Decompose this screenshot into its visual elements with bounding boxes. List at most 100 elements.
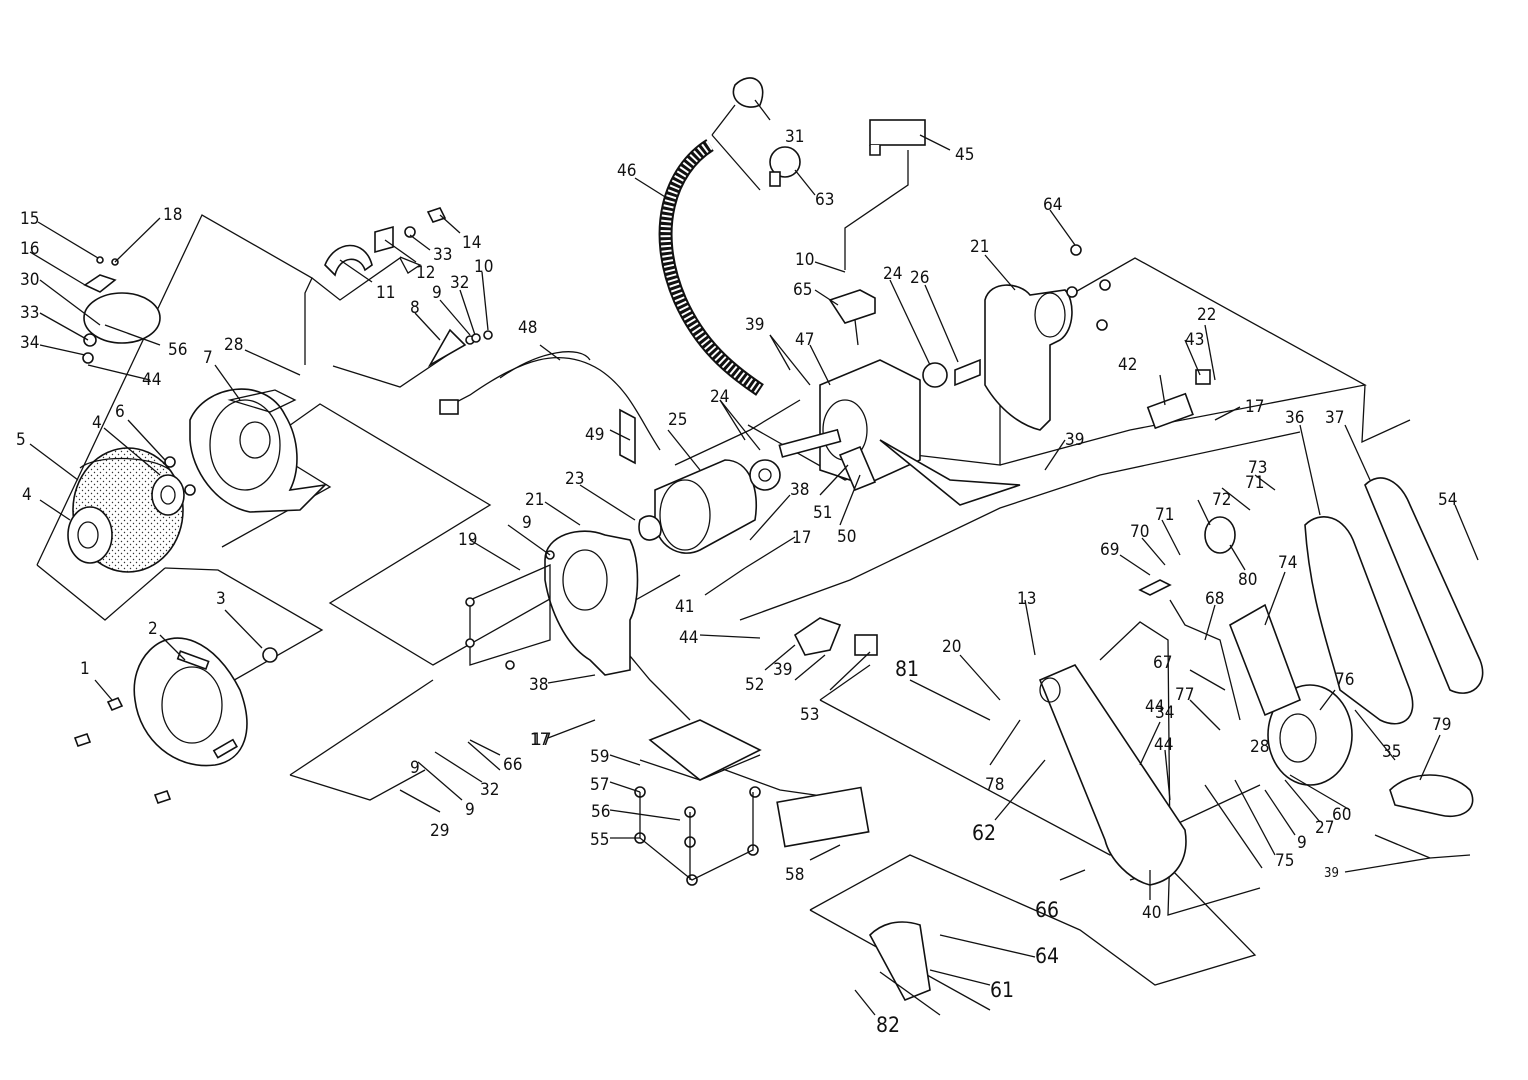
callout-label: 27 [1315,818,1334,838]
callout-label: 64 [1043,195,1062,215]
callout-label: 80 [1238,570,1257,590]
callout-label: 53 [800,705,819,725]
callout-label: 34 [1155,703,1174,723]
callout-label: 67 [1153,653,1172,673]
callout-label: 59 [590,747,609,767]
callout-label: 58 [785,865,804,885]
left-wheel-housing [164,388,328,513]
callout-label: 46 [617,161,636,181]
callout-label: 17 [792,528,811,548]
callout-label: 54 [1438,490,1457,510]
switch-button [854,634,878,656]
callout-label: 9 [465,800,475,820]
callout-label: 44 [1154,735,1173,755]
callout-label: 33 [20,303,39,323]
callout-label: 38 [790,480,809,500]
callout-label: 17 [1245,397,1264,417]
callout-label: 21 [970,237,989,257]
callout-label: 71 [1245,473,1264,493]
callout-label: 44 [142,370,161,390]
callout-label: 56 [168,340,187,360]
callout-label: 78 [985,775,1004,795]
callout-label: 77 [1175,685,1194,705]
callout-label: 72 [1212,490,1231,510]
switch-housing [793,617,842,656]
callout-label: 24 [883,264,902,284]
callout-label: 73 [1248,458,1267,478]
callout-label: 1 [80,659,90,679]
callout-label: 51 [813,503,832,523]
callout-label: 17 [530,730,549,750]
callout-label: 81 [895,657,919,681]
callout-label: 36 [1285,408,1304,428]
callout-label: 40 [1142,903,1161,923]
drive-drum [1204,516,1236,554]
callout-label: 16 [20,239,39,259]
callout-label: 28 [224,335,243,355]
callout-label: 32 [450,273,469,293]
callout-label: 38 [529,675,548,695]
callout-label: 68 [1205,589,1224,609]
callout-label: 60 [1332,805,1351,825]
contact-wheel [1267,684,1353,786]
callout-label: 41 [675,597,694,617]
callout-label: 39 [773,660,792,680]
callout-label: 4 [22,485,32,505]
callout-label: 12 [416,263,435,283]
callout-label: 69 [1100,540,1119,560]
callout-label: 61 [990,978,1014,1002]
callout-label: 24 [710,387,729,407]
power-cord [439,351,661,465]
left-motor-housing [465,530,639,676]
callout-label: 28 [1250,737,1269,757]
platen [1229,603,1302,717]
callout-label: 48 [518,318,537,338]
callout-label: 57 [590,775,609,795]
callout-label: 33 [433,245,452,265]
motor-assembly [638,358,1021,554]
callout-label: 44 [679,628,698,648]
callout-label: 6 [115,402,125,422]
callout-label: 70 [1130,522,1149,542]
callout-label: 62 [972,821,996,845]
callout-label: 21 [525,490,544,510]
callout-label: 45 [955,145,974,165]
callout-label: 25 [668,410,687,430]
callout-label: 63 [815,190,834,210]
callout-label: 43 [1185,330,1204,350]
callout-label: 10 [474,257,493,277]
right-motor-housing [984,244,1111,431]
callout-label: 47 [795,330,814,350]
callout-label: 66 [1035,898,1059,922]
callout-label: 30 [20,270,39,290]
callout-label: 29 [430,821,449,841]
callout-label: 37 [1325,408,1344,428]
callout-label: 74 [1278,553,1297,573]
capacitor [1146,392,1194,430]
callout-label: 55 [590,830,609,850]
callout-label: 7 [203,348,213,368]
callout-label: 42 [1118,355,1137,375]
eye-shield [82,256,161,364]
grinding-wheel [67,447,185,573]
callout-label: 17 [532,730,551,750]
wheel-guard [73,637,278,805]
drive-belt [1364,477,1484,694]
callout-label: 14 [462,233,481,253]
callout-label: 9 [432,283,442,303]
handle-bracket [324,244,373,277]
callout-label: 22 [1197,305,1216,325]
callout-label: 2 [148,619,158,639]
clip-bracket [374,225,394,254]
callout-label: 5 [16,430,26,450]
callout-label: 35 [1382,742,1401,762]
callout-label: 71 [1155,505,1174,525]
callout-label: 39 [745,315,764,335]
assembly-outline-lines [36,104,1411,1011]
callout-label: 34 [20,333,39,353]
callout-label: 49 [585,425,604,445]
base-plate [634,719,870,886]
callout-label: 13 [1017,589,1036,609]
callout-label: 39 [1324,866,1339,881]
